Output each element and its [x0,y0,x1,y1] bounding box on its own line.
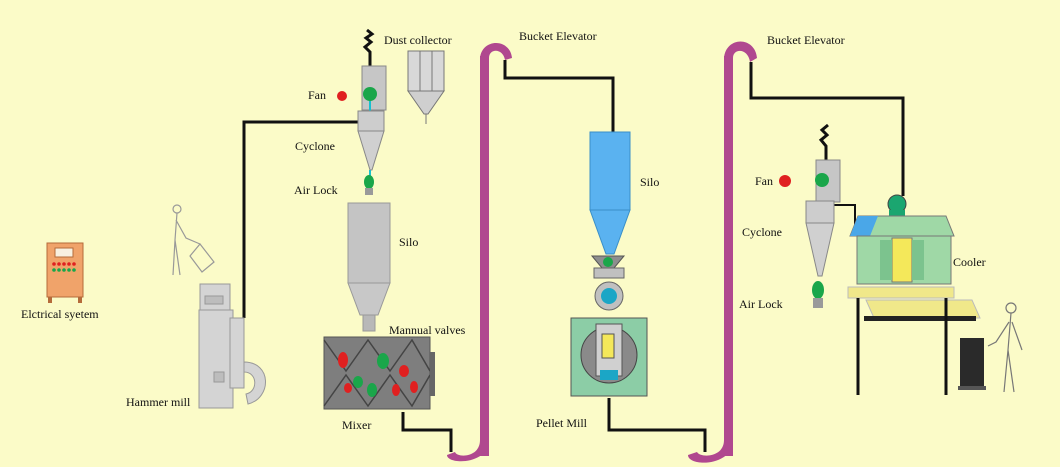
label-bucket-elevator-2: Bucket Elevator [767,33,845,47]
label-cyclone-2: Cyclone [742,225,782,239]
label-cooler: Cooler [953,255,986,269]
worker-figure-1 [172,204,215,276]
label-cyclone-1: Cyclone [295,139,335,153]
conveyor-lines [242,60,905,452]
label-air-lock-2: Air Lock [739,297,783,311]
dust-collector [407,50,445,124]
silo-2 [589,131,631,255]
line-elevator-to-silo [503,60,615,132]
bucket-elevator-1 [447,43,512,462]
hammer-mill [198,283,266,409]
fan-1-indicator [337,91,347,101]
label-fan-2: Fan [755,174,773,188]
line-hammer-to-cyclone [242,120,367,318]
electrical-cabinet [46,242,84,303]
worker-figure-2 [958,302,1023,393]
label-silo-2: Silo [640,175,660,189]
silo-1 [347,202,391,332]
label-dust-collector: Dust collector [384,33,452,47]
label-mannual-valves: Mannual valves [389,323,466,337]
bucket-elevator-2 [688,41,757,463]
label-bucket-elevator-1: Bucket Elevator [519,29,597,43]
label-hammer-mill: Hammer mill [126,395,191,409]
line-elevator-to-cooler [749,62,905,196]
cyclone-1 [357,28,387,195]
label-electrical-system: Elctrical syetem [21,307,99,321]
label-silo-1: Silo [399,235,419,249]
mixer [323,336,435,410]
cyclone-2 [805,123,841,308]
label-mixer: Mixer [342,418,372,432]
label-air-lock-1: Air Lock [294,183,338,197]
label-fan-1: Fan [308,88,326,102]
line-mixer-to-elevator [401,412,453,452]
label-pellet-mill: Pellet Mill [536,416,587,430]
fan-2-indicator [779,175,791,187]
line-pelletmill-to-elevator [607,398,707,452]
cooler [847,194,981,395]
pellet-mill [570,255,648,397]
line-cyclone-to-cooler [833,204,856,225]
